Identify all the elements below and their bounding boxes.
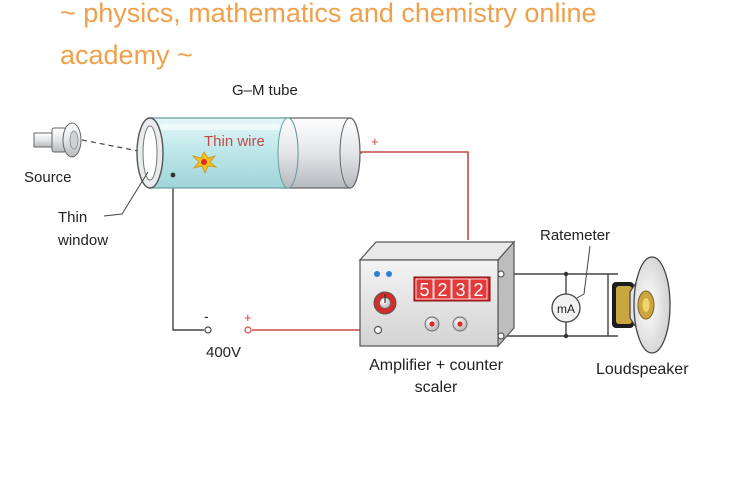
radioactive-source <box>33 122 82 158</box>
voltage-label: 400V <box>206 344 241 361</box>
banner-line-1: ~ physics, mathematics and chemistry onl… <box>60 0 597 28</box>
adjust-knob-1-icon <box>424 316 440 332</box>
power-supply-terminals <box>204 326 252 334</box>
window-label-line-1: Thin <box>58 209 87 226</box>
counter-digit: 3 <box>455 280 465 300</box>
ratemeter-pointer <box>576 245 591 299</box>
meter-unit: mA <box>557 302 575 316</box>
counter-digit: 2 <box>473 280 483 300</box>
window-label-line-2: window <box>57 232 108 249</box>
counter-display: 5 2 3 2 <box>419 280 483 300</box>
banner: ~ physics, mathematics and chemistry onl… <box>60 0 720 76</box>
amplifier-counter-box <box>358 240 516 348</box>
ratemeter-label: Ratemeter <box>540 227 610 244</box>
ionisation-spark-icon <box>191 151 218 175</box>
ratemeter-icon <box>551 293 581 323</box>
supply-minus-sign: - <box>204 308 209 324</box>
black-wires <box>172 175 618 337</box>
cathode-wire <box>172 175 204 331</box>
source-label: Source <box>24 169 72 186</box>
counter-label-line-1: Amplifier + counter <box>369 357 504 374</box>
tube-label: G–M tube <box>232 82 298 99</box>
banner-line-2: academy ~ <box>60 40 193 70</box>
loudspeaker-icon <box>612 256 671 354</box>
window-pointer <box>103 171 149 217</box>
counter-digit: 5 <box>419 280 429 300</box>
anode-wire <box>360 151 469 240</box>
wire-junction <box>563 271 569 277</box>
loudspeaker-label: Loudspeaker <box>596 361 689 378</box>
counter-digit: 2 <box>437 280 447 300</box>
gm-tube <box>136 117 361 189</box>
tube-plus-sign: + <box>371 134 379 149</box>
thin-wire-label: Thin wire <box>204 133 265 150</box>
cathode-terminal <box>170 172 176 178</box>
supply-plus-sign: + <box>244 310 252 325</box>
adjust-knob-2-icon <box>452 316 468 332</box>
wire-junction <box>563 333 569 339</box>
counter-label-line-2: scaler <box>415 379 458 396</box>
